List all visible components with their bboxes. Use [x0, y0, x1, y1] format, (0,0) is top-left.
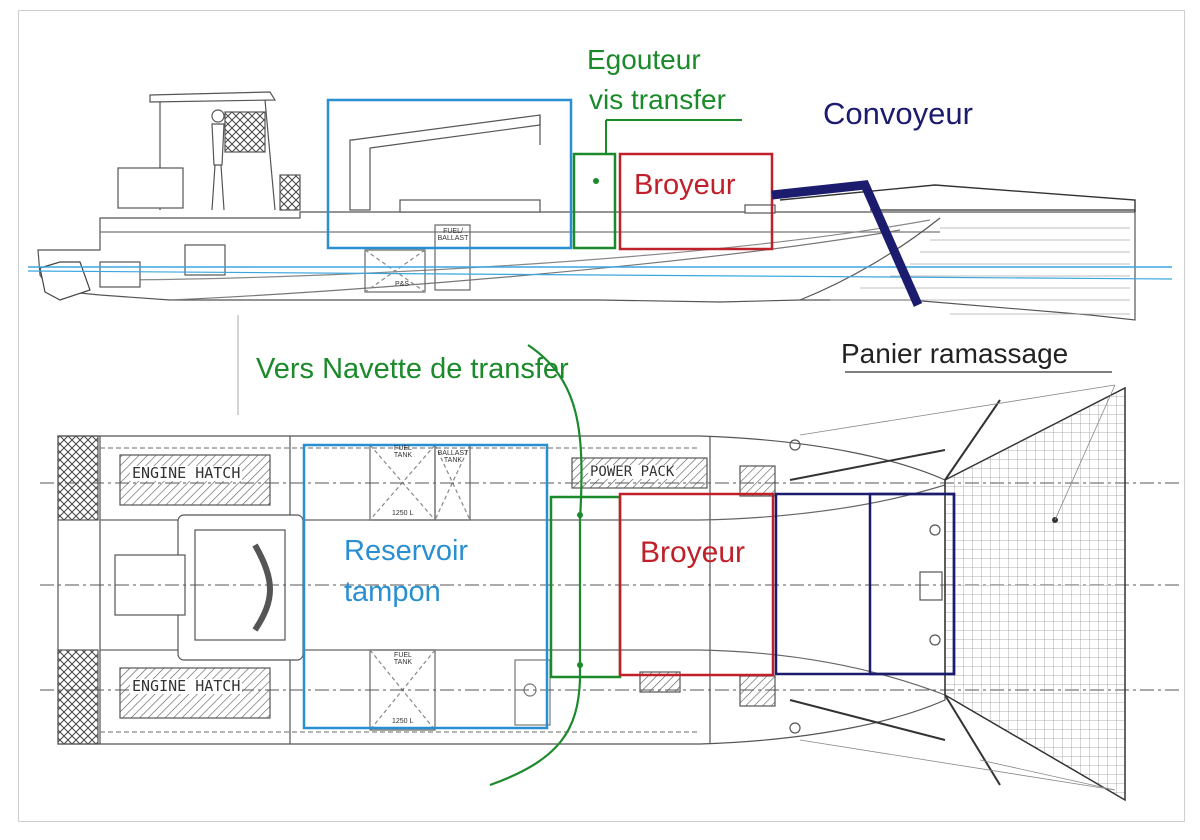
convoyeur-bar — [771, 180, 923, 307]
side-broyeur-box — [618, 152, 774, 251]
top-broyeur-box — [618, 492, 775, 677]
engine-hatch-bottom-label: ENGINE HATCH — [130, 677, 243, 695]
fuel-tank-top-label: FUEL TANK — [393, 445, 413, 459]
top-reservoir-box — [302, 443, 549, 730]
fuel-tank-bottom-label: FUEL TANK — [393, 652, 413, 666]
top-hull-outline — [57, 435, 946, 745]
panier-basket — [944, 386, 1126, 802]
panier-label: Panier ramassage — [841, 338, 1069, 369]
egouteur-label: Egouteur — [587, 44, 701, 75]
top-convoyeur-box-inner — [868, 492, 956, 676]
convoyeur-label: Convoyeur — [823, 96, 973, 131]
ballast-tank-label: BALLAST TANK — [437, 450, 469, 464]
fuel-ballast-side-label: FUEL/ BALLAST — [437, 228, 469, 242]
side-egouteur-box — [572, 152, 617, 250]
capacity-top-label: 1250 L — [392, 510, 414, 517]
broyeur-top-label: Broyeur — [640, 536, 746, 569]
top-view — [57, 435, 946, 745]
power-pack-label: POWER PACK — [588, 464, 677, 480]
vis-transfer-label: vis transfer — [589, 84, 726, 115]
transfer-arc — [489, 344, 583, 787]
ps-side-label: P&S — [395, 281, 410, 288]
tampon-label: tampon — [344, 576, 441, 608]
broyeur-side-label: Broyeur — [634, 169, 736, 201]
vers-navette-label: Vers Navette de transfer — [256, 353, 569, 385]
t-top-roof — [149, 91, 277, 103]
reservoir-label: Reservoir — [344, 535, 469, 567]
engine-hatch-top-label: ENGINE HATCH — [130, 464, 243, 482]
side-reservoir-box — [326, 98, 573, 250]
top-convoyeur-box-outer — [774, 492, 956, 676]
side-basket — [779, 184, 1136, 212]
capacity-bottom-label: 1250 L — [392, 718, 414, 725]
